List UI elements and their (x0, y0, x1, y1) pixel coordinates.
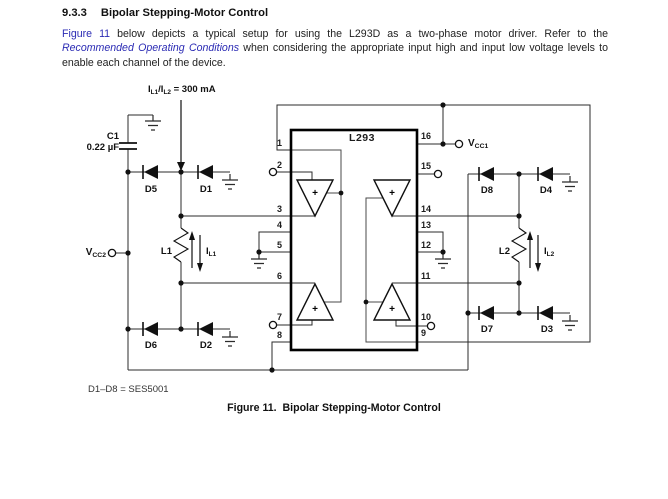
paragraph-text-1: below depicts a typical setup for using … (110, 28, 608, 40)
figure-11-link[interactable]: Figure 11 (62, 28, 111, 40)
d2-label: D2 (199, 340, 213, 351)
diode-d1 (197, 165, 213, 179)
il1-sub: L1 (208, 250, 217, 258)
vcc1-v: V (468, 138, 475, 149)
current-label-i1: I (148, 84, 151, 95)
terminal-vcc2 (107, 248, 117, 258)
vcc2-label: VCC2 (66, 247, 106, 259)
supply-current-arrow (177, 100, 185, 171)
inductor-l1 (172, 227, 190, 263)
pin-10: 10 (421, 312, 432, 322)
driver-3-plus: + (312, 304, 318, 315)
d6-label: D6 (144, 340, 158, 351)
driver-3: + (295, 282, 335, 321)
current-label-sub1: L1 (150, 88, 159, 96)
driver-4: + (372, 282, 412, 321)
recommended-operating-conditions-link[interactable]: Recommended Operating Conditions (62, 42, 240, 55)
il2-i: I (544, 246, 547, 257)
ic-outline (289, 128, 419, 352)
current-label-sub2: L2 (163, 88, 171, 96)
pin-14: 14 (421, 204, 432, 214)
diode-d2 (197, 322, 213, 336)
diode-d7 (478, 306, 494, 320)
diode-d4 (537, 167, 553, 181)
il1-arrows (189, 231, 203, 272)
driver-4-plus: + (389, 304, 395, 315)
pin-11: 11 (421, 271, 431, 281)
current-label-eq: = 300 mA (170, 84, 216, 95)
terminal-vcc1 (454, 139, 464, 149)
section-number: 9.3.3 (62, 7, 87, 19)
pin-1: 1 (276, 138, 282, 148)
section-heading: 9.3.3 Bipolar Stepping-Motor Control (62, 7, 268, 19)
il2-sub: L2 (546, 250, 555, 258)
body-paragraph: Figure 11 below depicts a typical setup … (62, 27, 608, 70)
diode-d5 (142, 165, 158, 179)
c1-ref-label: C1 (106, 131, 119, 142)
il1-label: IL1 (206, 246, 216, 258)
d1-label: D1 (199, 184, 213, 195)
pin-12: 12 (421, 240, 432, 250)
pin-4: 4 (276, 220, 282, 230)
vcc1-label: VCC1 (468, 138, 488, 150)
l1-label: L1 (160, 246, 172, 257)
d4-label: D4 (539, 185, 553, 196)
d8-label: D8 (480, 185, 494, 196)
il2-arrows (527, 231, 541, 272)
vcc2-sub: CC2 (92, 251, 106, 259)
vcc2-v: V (85, 247, 93, 258)
driver-2: + (372, 179, 412, 218)
pin-13: 13 (421, 220, 432, 230)
diode-d8 (478, 167, 494, 181)
pin-6: 6 (276, 271, 282, 281)
pin-2: 2 (276, 160, 282, 170)
terminal-pin10 (426, 321, 436, 331)
pin-3: 3 (276, 204, 282, 214)
diode-d3 (537, 306, 553, 320)
terminal-pin2 (268, 167, 278, 177)
diode-d6 (142, 322, 158, 336)
pin-16: 16 (421, 131, 432, 141)
pin-7: 7 (276, 312, 282, 322)
enable-wires (291, 149, 417, 343)
driver-1: + (295, 179, 335, 218)
junction-dots (125, 102, 522, 373)
l2-label: L2 (498, 246, 510, 257)
terminal-pin15 (433, 169, 443, 179)
vcc1-sub: CC1 (474, 142, 489, 150)
paragraph-text-2: when considering the appropriate input h… (62, 42, 608, 69)
driver-2-plus: + (389, 188, 395, 199)
c1-value-label: 0.22 µF (86, 142, 119, 153)
ic-part-number: L293 (349, 132, 375, 144)
pin-8: 8 (276, 330, 282, 340)
il2-label: IL2 (544, 246, 554, 258)
current-label-i2: /I (158, 84, 164, 95)
capacitor-c1 (119, 142, 137, 150)
driver-1-plus: + (312, 188, 318, 199)
d3-label: D3 (540, 324, 554, 335)
inductor-l2 (510, 227, 528, 263)
d5-label: D5 (144, 184, 158, 195)
il1-i: I (206, 246, 209, 257)
section-title: Bipolar Stepping-Motor Control (100, 7, 269, 19)
d7-label: D7 (480, 324, 494, 335)
supply-current-label: IL1/IL2 = 300 mA (148, 84, 216, 96)
pin-15: 15 (421, 161, 432, 171)
pin-5: 5 (276, 240, 282, 250)
pin-9: 9 (421, 328, 427, 338)
terminal-pin7 (268, 320, 278, 330)
figure-caption: Figure 11. Bipolar Stepping-Motor Contro… (227, 402, 441, 414)
diode-note: D1–D8 = SES5001 (88, 384, 169, 395)
ground-symbols (144, 114, 579, 347)
